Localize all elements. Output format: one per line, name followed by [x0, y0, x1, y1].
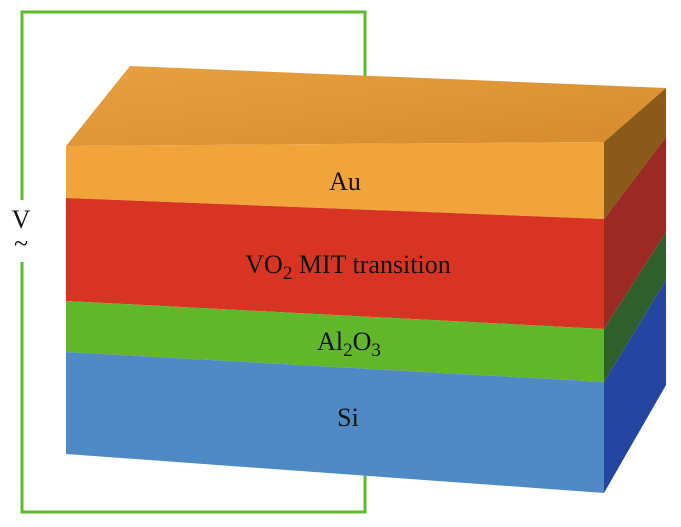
au-layer-front	[66, 142, 604, 219]
voltage-label-gap	[10, 200, 36, 262]
voltage-source-label: V	[12, 205, 31, 234]
al2o3-layer-front	[66, 301, 604, 382]
vo2-layer-label: VO2 MIT transition	[245, 250, 450, 284]
ac-symbol: ~	[14, 229, 28, 258]
al2o3-layer-label: Al2O3	[317, 327, 381, 361]
au-layer-side	[604, 88, 666, 219]
si-layer-label: Si	[337, 403, 359, 432]
vo2-layer-front	[66, 198, 604, 329]
vo2-layer-side	[604, 137, 666, 329]
top-face	[66, 66, 666, 146]
si-layer-front	[66, 352, 604, 493]
si-layer-side	[604, 280, 666, 493]
al2o3-layer-side	[604, 232, 666, 382]
au-layer-label: Au	[329, 167, 361, 196]
